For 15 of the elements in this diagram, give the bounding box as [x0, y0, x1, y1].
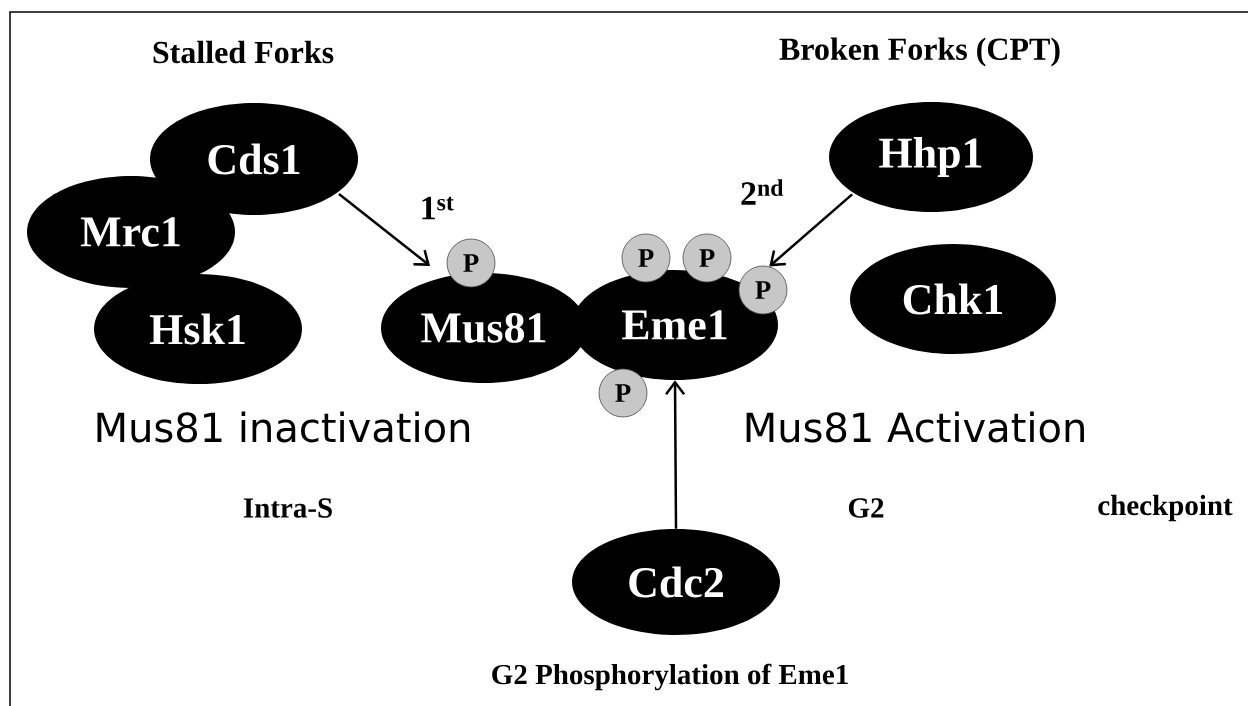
node-label: Mrc1 [80, 217, 180, 247]
outcome-text: Mus81 inactivation [97, 411, 470, 443]
phase-label: G2 [848, 498, 884, 518]
phase-label: checkpoint [1098, 494, 1233, 522]
heading-text: Broken Forks (CPT) [779, 37, 1060, 67]
arrow [665, 380, 686, 529]
edge-label: 1$^{st}$ [422, 196, 454, 220]
edge-label: 2$^{nd}$ [741, 179, 784, 205]
arrow [338, 192, 431, 266]
arrow [769, 193, 853, 267]
heading-text: Stalled Forks [153, 40, 334, 64]
outcome-text: Mus81 Activation [746, 411, 1084, 443]
node-label: Hsk1 [149, 313, 245, 345]
caption-text: G2 Phosphorylation of Eme1 [492, 663, 848, 691]
phase-label: Intra-S [243, 498, 332, 518]
